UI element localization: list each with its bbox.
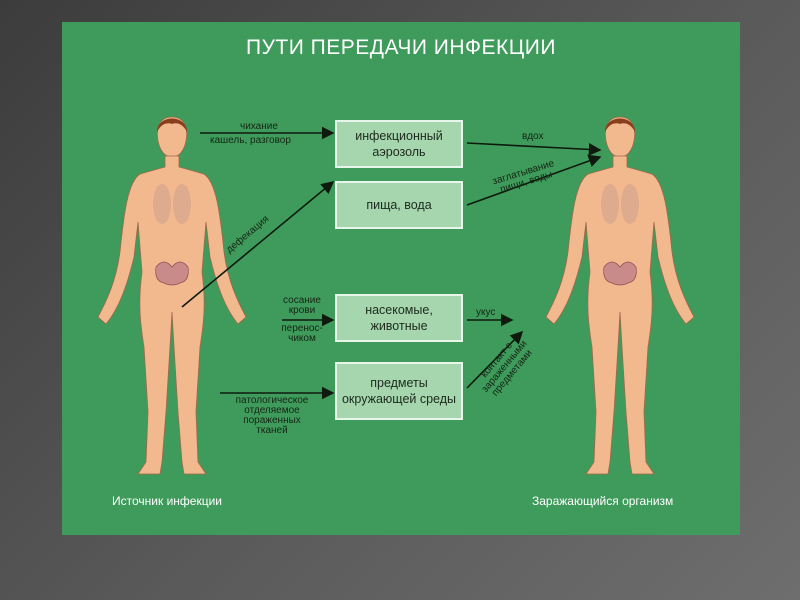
arrow-defecation [181, 180, 335, 308]
label-patho-2: отделяемое [244, 405, 300, 416]
caption-recipient: Заражающийся организм [532, 494, 674, 508]
label-blood-1: сосание [283, 295, 321, 306]
label-sneeze: чихание [240, 121, 278, 132]
label-patho-1: патологическое [235, 395, 309, 406]
label-cough: кашель, разговор [210, 135, 291, 146]
slide-panel: ПУТИ ПЕРЕДАЧИ ИНФЕКЦИИ [62, 22, 740, 535]
arrow-inhale [466, 142, 602, 156]
caption-source: Источник инфекции [112, 494, 222, 508]
diagram-figures [97, 116, 695, 475]
label-patho-4: тканей [256, 425, 288, 436]
label-bite: укус [476, 307, 496, 318]
label-carrier-1: перенос- [281, 323, 323, 334]
arrow-contact [466, 330, 524, 389]
box-food-water: пища, вода [335, 181, 463, 229]
box-aerosol: инфекционный аэрозоль [335, 120, 463, 168]
box-insects-animals: насекомые, животные [335, 294, 463, 342]
arrow-swallow [466, 154, 602, 206]
label-blood-2: крови [288, 305, 316, 316]
slide-title: ПУТИ ПЕРЕДАЧИ ИНФЕКЦИИ [245, 36, 556, 59]
label-carrier: перенос-чиком [280, 324, 324, 344]
label-carrier-2: чиком [288, 333, 316, 344]
label-inhale: вдох [522, 131, 544, 142]
box-environment-objects: предметы окружающей среды [335, 362, 463, 420]
label-patho-3: пораженных [243, 415, 301, 426]
